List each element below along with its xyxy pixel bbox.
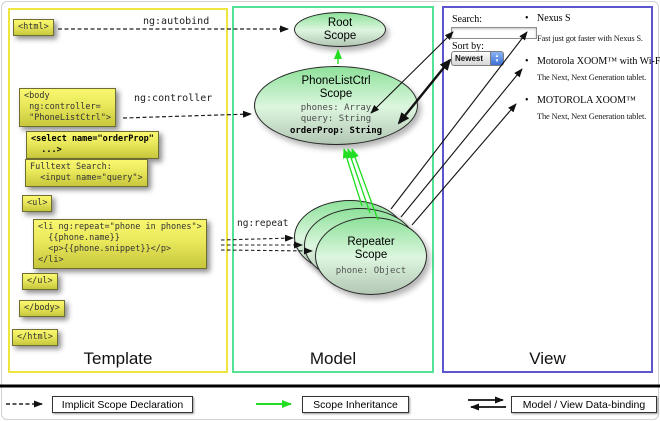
code-box-ul-open: <ul> [22, 195, 53, 213]
code-box-body-close: </body> [19, 300, 65, 318]
phonelistctrl-scope-props: phones: Array query: String [300, 102, 372, 125]
ng-repeat-label: ng:repeat [237, 218, 289, 229]
phonelistctrl-scope-orderprop: orderProp: String [289, 126, 383, 137]
phone-item-desc: Fast just got faster with Nexus S. [537, 33, 643, 43]
phonelistctrl-scope-title: PhoneListCtrl Scope [301, 74, 371, 100]
template-panel [8, 8, 228, 373]
sort-dropdown-value: Newest [455, 54, 484, 63]
phone-item-desc: The Next, Next Generation tablet. [537, 72, 647, 82]
code-box-body-open: <body ng:controller= "PhoneListCtrl"> [19, 88, 116, 128]
code-box-html-close: </html> [12, 329, 58, 347]
code-box-html-open: <html> [13, 19, 54, 37]
phone-item-title: MOTOROLA XOOM™ [537, 95, 636, 106]
model-section-label: Model [309, 349, 357, 368]
repeater-scope-prop: phone: Object [335, 266, 407, 277]
ng-controller-label: ng:controller [134, 93, 213, 104]
sort-dropdown[interactable]: Newest ▲▼ [451, 51, 504, 66]
bullet-icon: • [525, 95, 529, 106]
legend-scope-inheritance: Scope Inheritance [302, 396, 409, 413]
template-section-label: Template [83, 349, 153, 368]
repeater-scope-title: Repeater Scope [347, 235, 395, 261]
phone-item-title: Motorola XOOM™ with Wi-Fi [537, 56, 660, 67]
repeater-scope-ellipse: Repeater Scope phone: Object [315, 217, 427, 295]
code-box-ul-close: </ul> [22, 273, 58, 291]
code-box-li-repeat: <li ng:repeat="phone in phones"> {{phone… [33, 219, 207, 270]
dropdown-stepper-icon: ▲▼ [490, 52, 503, 65]
search-label: Search: [452, 14, 482, 25]
view-section-label: View [529, 349, 566, 368]
root-scope-title: Root Scope [323, 16, 357, 42]
ng-autobind-label: ng:autobind [143, 16, 210, 27]
phonelistctrl-scope-ellipse: PhoneListCtrl Scope phones: Array query:… [254, 66, 418, 145]
bullet-icon: • [525, 56, 529, 67]
phone-item-desc: The Next, Next Generation tablet. [537, 111, 647, 121]
root-scope-ellipse: Root Scope [294, 12, 386, 47]
code-box-select: <select name="orderProp" ...> [26, 131, 159, 160]
legend-model-view-data-binding: Model / View Data-binding [511, 396, 657, 413]
model-panel [232, 6, 434, 373]
legend-implicit-scope-declaration: Implicit Scope Declaration [52, 396, 193, 413]
search-input[interactable] [451, 27, 537, 39]
code-box-fulltext-search: Fulltext Search: <input name="query"> [25, 159, 148, 188]
bullet-icon: • [525, 13, 529, 24]
phone-item-title: Nexus S [537, 13, 571, 24]
